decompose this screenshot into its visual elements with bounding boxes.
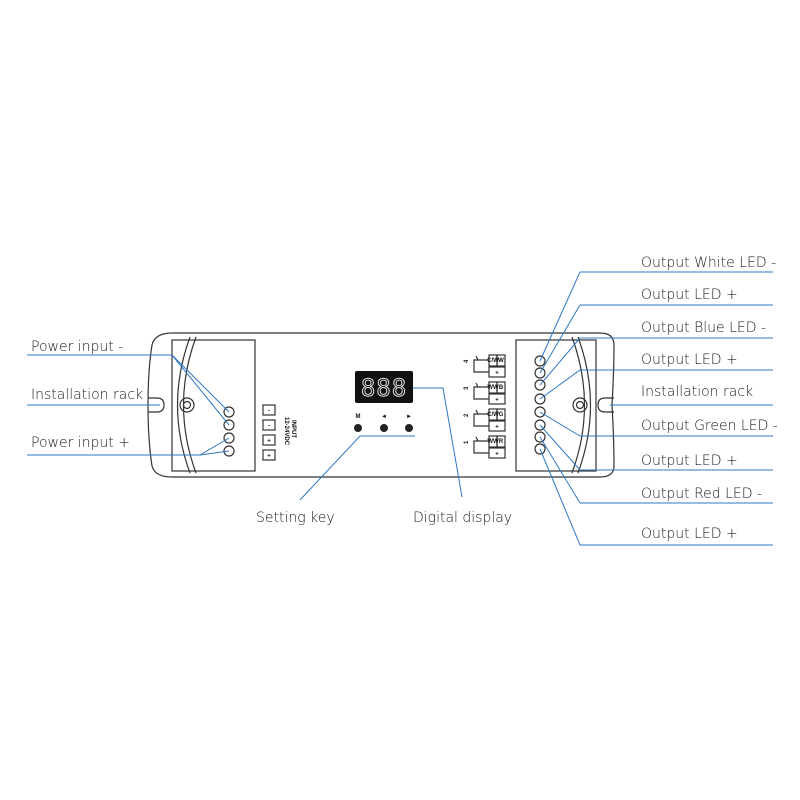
label-output-led-plus-1: Output LED + [641, 287, 738, 303]
channel-plus: + [495, 371, 499, 377]
mounting-hole-right [572, 397, 588, 413]
setting-keys[interactable]: M ◄ ► [354, 414, 413, 432]
svg-text:12-24VDC: 12-24VDC [283, 417, 289, 446]
channel-type: WW [487, 385, 499, 391]
svg-text:-: - [268, 424, 270, 430]
svg-text:M: M [356, 414, 361, 420]
channel-type: C/W [487, 358, 499, 364]
svg-text:+: + [267, 454, 271, 460]
channel-number: 4 [464, 359, 470, 363]
label-output-led-plus-2: Output LED + [641, 352, 738, 368]
svg-text:-: - [268, 409, 270, 415]
channel-plus: + [495, 452, 499, 458]
label-installation-rack-left: Installation rack [31, 387, 143, 403]
svg-text:►: ► [406, 414, 412, 420]
channel-tag: B [499, 385, 504, 391]
label-installation-rack-right: Installation rack [641, 384, 753, 400]
channel-number: 1 [464, 440, 470, 444]
output-terminals [534, 355, 546, 455]
leader-lines [27, 271, 773, 546]
digital-display: 888 [355, 371, 413, 403]
label-output-green-minus: Output Green LED - [641, 418, 778, 434]
svg-text:+: + [267, 439, 271, 445]
key-right [405, 424, 413, 432]
svg-text:◄: ◄ [381, 414, 387, 420]
channel-plus: + [495, 398, 499, 404]
channel-tag: R [499, 439, 504, 445]
svg-text:888: 888 [361, 374, 407, 402]
label-power-input-minus: Power input - [31, 339, 123, 355]
label-output-blue-minus: Output Blue LED - [641, 320, 766, 336]
label-output-led-plus-3: Output LED + [641, 453, 738, 469]
channel-tag-box [496, 408, 506, 421]
channel-type: WW [487, 439, 499, 445]
label-output-led-plus-4: Output LED + [641, 526, 738, 542]
label-output-red-minus: Output Red LED - [641, 486, 762, 502]
power-terminals [223, 406, 235, 457]
channel-number: 3 [464, 386, 470, 390]
label-output-white-minus: Output White LED - [641, 255, 776, 271]
channel-tag-box [496, 381, 506, 394]
key-left [380, 424, 388, 432]
input-terminal-block: - - + + INPUT 12-24VDC [262, 404, 296, 461]
channel-tag-box [496, 435, 506, 448]
svg-text:INPUT: INPUT [290, 420, 296, 438]
device-body [147, 332, 615, 478]
channel-number: 2 [464, 413, 470, 417]
label-digital-display: Digital display [413, 510, 512, 526]
channel-tag: W [498, 358, 504, 364]
channel-plus: + [495, 425, 499, 431]
channel-type: C/W [487, 412, 499, 418]
label-setting-key: Setting key [256, 510, 335, 526]
key-m [354, 424, 362, 432]
label-power-input-plus: Power input + [31, 435, 130, 451]
mounting-hole-left [179, 397, 195, 413]
channel-tag: G [499, 412, 504, 418]
channel-tag-box [496, 354, 506, 367]
